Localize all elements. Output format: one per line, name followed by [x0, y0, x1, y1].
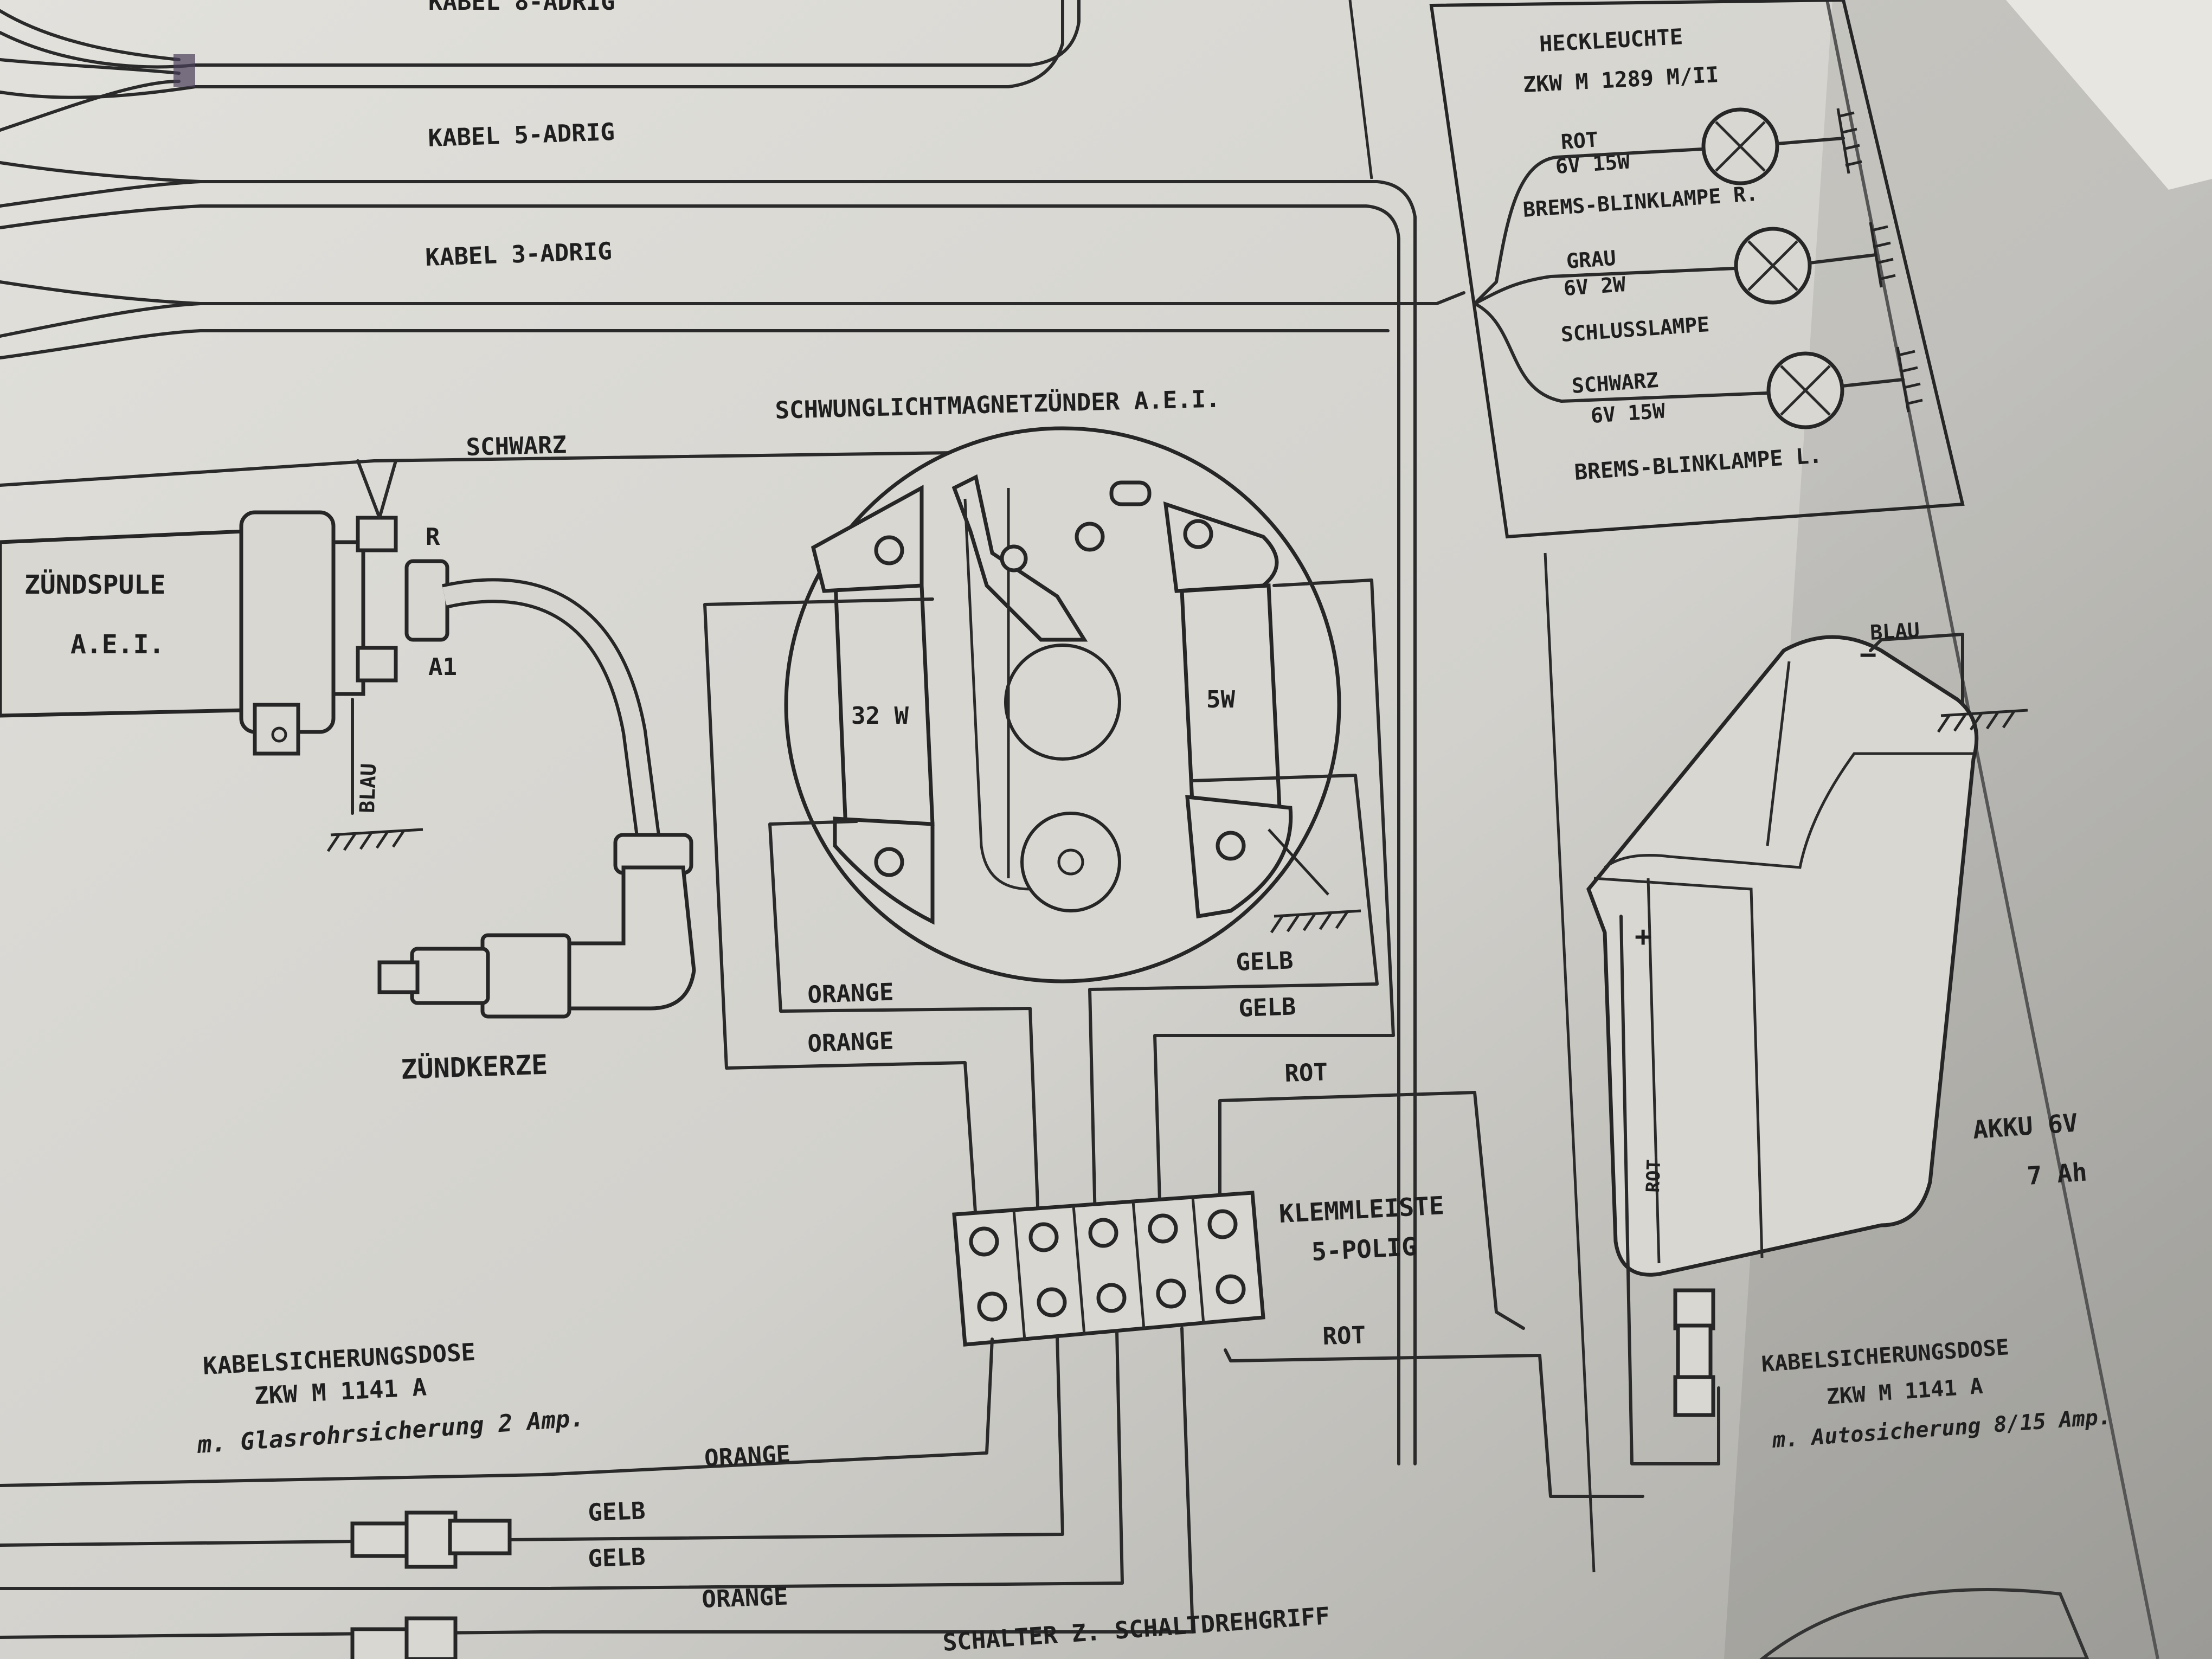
- inline-fuse-right: [1673, 1288, 1715, 1330]
- wire-gelb-1: [1088, 774, 1379, 1221]
- wire-rot-label-top: ROT: [1284, 1058, 1328, 1088]
- ground-icon: [1836, 108, 1862, 174]
- wire-bottom-orange-1: ORANGE: [704, 1441, 791, 1472]
- wire-orange-2: [768, 820, 1040, 1221]
- magneto-coil-left: 32 W: [851, 702, 909, 730]
- battery-title: AKKU 6V: [1972, 1108, 2079, 1144]
- ground-icon: [1937, 709, 2028, 733]
- lamp-tail-color: GRAU: [1566, 246, 1617, 273]
- terminal-screw-icon: [969, 1209, 1246, 1322]
- cable-5-label: KABEL 5-ADRIG: [428, 118, 615, 152]
- battery-ground-wire: BLAU: [1869, 618, 1920, 645]
- lamp-l-rating: 6V 15W: [1590, 399, 1666, 428]
- ground-icon: [326, 828, 423, 852]
- wire-rot-top: [1218, 1091, 1525, 1330]
- page-edge: [1825, 0, 2159, 1659]
- wire-gelb-label-1: GELB: [1236, 947, 1294, 976]
- terminal-block-subtitle: 5-POLIG: [1311, 1232, 1417, 1266]
- coil-title: ZÜNDSPULE: [24, 569, 165, 600]
- wire-schwarz-label: SCHWARZ: [466, 431, 567, 461]
- coil-ground-wire: BLAU: [355, 763, 381, 813]
- ground-icon: [1896, 346, 1923, 413]
- spark-plug: ZÜNDKERZE: [377, 578, 696, 1085]
- terminal-block: KLEMMLEISTE 5-POLIG: [952, 1191, 1445, 1347]
- coil-terminal-r: R: [426, 523, 440, 551]
- wire-orange-label-1: ORANGE: [807, 978, 895, 1009]
- wire-gelb-label-2: GELB: [1238, 993, 1297, 1023]
- ground-icon: [1268, 828, 1361, 934]
- coil-terminal-a: A1: [428, 653, 457, 681]
- frame-line: [1348, 0, 1373, 179]
- wire-bottom-gelb-2: GELB: [588, 1543, 646, 1573]
- cable-8-label: KABEL 8-ADRIG: [428, 0, 615, 16]
- wire-rot-bottom: [1224, 1348, 1644, 1498]
- spark-plug-label: ZÜNDKERZE: [400, 1049, 548, 1085]
- cable-bundle: [0, 0, 1465, 1465]
- frame-line: [1544, 552, 1596, 1573]
- battery-plus-wire: ROT: [1642, 1159, 1665, 1193]
- cable-3-label: KABEL 3-ADRIG: [425, 237, 613, 272]
- battery: + − AKKU 6V 7 Ah BLAU ROT: [1586, 618, 2088, 1465]
- inline-fuse-left: [350, 1510, 512, 1659]
- flywheel-magneto: SCHWUNGLICHTMAGNETZÜNDER A.E.I. 32 W 5W: [775, 384, 1361, 983]
- back-sheet: [2006, 0, 2212, 190]
- ground-icon: [1869, 222, 1896, 288]
- wire-gelb-2: [1153, 578, 1395, 1221]
- wire-orange-1: [703, 597, 978, 1221]
- battery-capacity: 7 Ah: [2026, 1157, 2088, 1191]
- lamp-r-color: ROT: [1560, 127, 1599, 154]
- wire-rot-label-bottom: ROT: [1322, 1321, 1366, 1351]
- wire-bottom-orange-2: ORANGE: [702, 1583, 789, 1613]
- wire-orange-label-2: ORANGE: [807, 1027, 895, 1058]
- battery-minus: −: [1860, 639, 1876, 671]
- coil-subtitle: A.E.I.: [70, 629, 164, 660]
- magneto-coil-right: 5W: [1206, 686, 1235, 713]
- wire-bottom-gelb-1: GELB: [588, 1497, 646, 1527]
- logo-fragment: [1759, 1588, 2089, 1659]
- ignition-coil: ZÜNDSPULE A.E.I. R A1 BLAU: [0, 510, 457, 852]
- battery-plus: +: [1635, 921, 1651, 953]
